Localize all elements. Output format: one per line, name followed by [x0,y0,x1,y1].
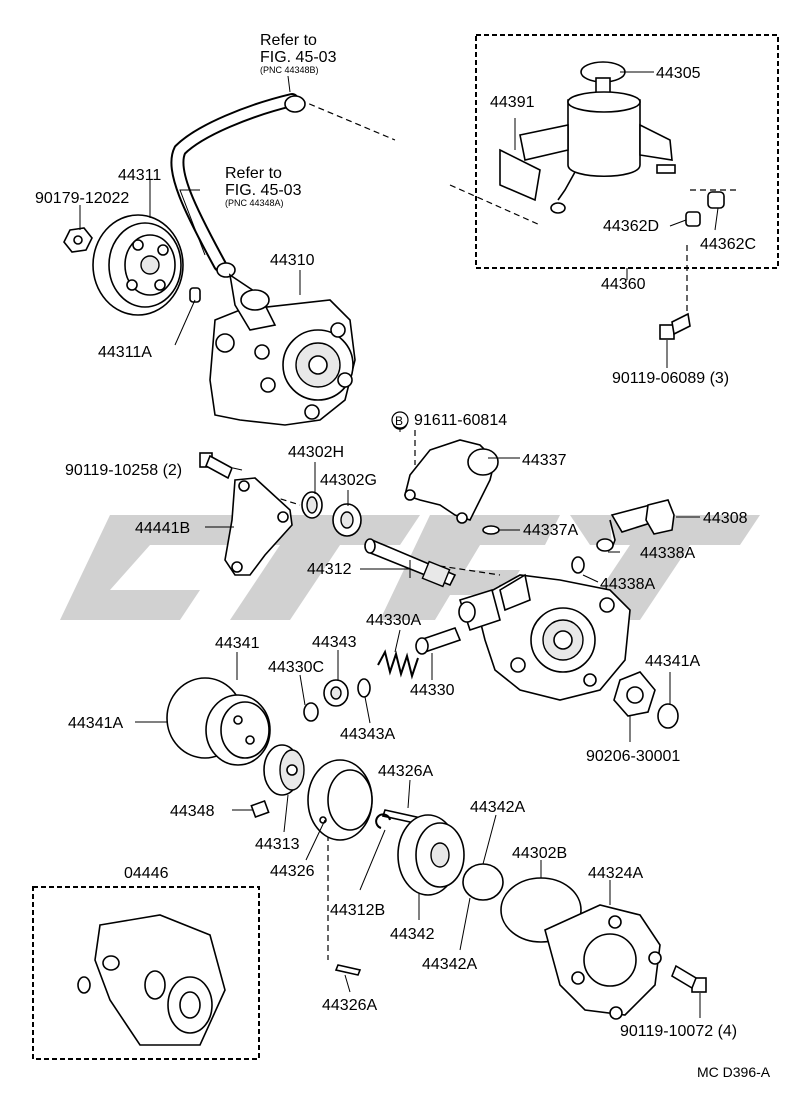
label-90179-12022: 90179-12022 [35,190,129,207]
label-90119-10072: 90119-10072 (4) [620,1023,737,1040]
grommet-icon [685,191,725,227]
label-44311: 44311 [118,167,161,184]
refer1-line1: Refer to [260,32,317,49]
label-44343: 44343 [312,634,357,651]
rotor-icon [263,744,305,796]
label-44441b: 44441B [135,520,190,537]
label-44305: 44305 [656,65,701,82]
label-44310: 44310 [270,252,315,269]
adjust-bracket-icon [224,477,293,576]
valve-icon [415,627,462,655]
bolt-icon [659,312,691,340]
label-44313: 44313 [255,836,300,853]
circle-b-letter: B [395,414,403,428]
label-90119-10258: 90119-10258 (2) [65,462,182,479]
label-44326: 44326 [270,863,315,880]
label-44330a: 44330A [366,612,421,629]
label-44391: 44391 [490,94,535,111]
label-44326a-top: 44326A [378,763,433,780]
label-44342a-bottom: 44342A [422,956,477,973]
leader-lines [79,71,719,1018]
label-44343a: 44343A [340,726,395,743]
bearing-icon [301,491,323,519]
reservoir-kit-box [475,34,779,269]
shaft-icon [364,538,457,588]
snap-ring-icon [375,813,391,829]
label-44312b: 44312B [330,902,385,919]
refer2-pnc: (PNC 44348A) [225,198,284,208]
gasket-kit-box [32,886,260,1060]
oring-icon [303,678,371,722]
label-90206-30001: 90206-30001 [586,748,680,765]
oring-small-icon [482,525,500,535]
label-44302h: 44302H [288,444,344,461]
label-44342a-top: 44342A [470,799,525,816]
label-44326a-bottom: 44326A [322,997,377,1014]
reservoir-icon [499,61,676,214]
label-44362c: 44362C [700,236,756,253]
label-44312: 44312 [307,561,352,578]
seal-icon [332,503,362,537]
refer2-line2: FIG. 45-03 [225,182,302,199]
gasket-kit-icon [77,914,226,1046]
fitting-icon [609,499,675,549]
label-44348: 44348 [170,803,215,820]
vane-icon [250,799,270,819]
pump-assembly-icon [209,273,356,426]
pressure-plate-icon [397,814,465,896]
bolt-icon [199,452,234,480]
label-44342: 44342 [390,926,435,943]
label-44308: 44308 [703,510,748,527]
key-icon [189,287,201,303]
label-91611-60814: 91611-60814 [414,412,507,429]
pump-housing-icon [458,573,631,701]
label-44324a: 44324A [588,865,643,882]
return-hose-icon [170,93,306,278]
bracket-icon [392,414,499,524]
label-44302g: 44302G [320,472,377,489]
label-44337: 44337 [522,452,567,469]
label-44341: 44341 [215,635,260,652]
reference-code: MC D396-A [697,1064,771,1080]
oring-icon [462,703,679,943]
side-plate-icon [166,677,271,766]
part-labels: Refer to FIG. 45-03 (PNC 44348B) Refer t… [35,32,771,1080]
label-44341a-right: 44341A [645,653,700,670]
label-44311a: 44311A [98,344,152,361]
rear-cover-icon [544,904,662,1020]
label-44302b: 44302B [512,845,567,862]
label-44330: 44330 [410,682,455,699]
cam-ring-icon [307,759,373,841]
label-44362d: 44362D [603,218,659,235]
plug-icon [323,679,349,707]
label-44341a-left: 44341A [68,715,123,732]
label-44338a-2: 44338A [600,576,655,593]
label-44338a-1: 44338A [640,545,695,562]
refer1-line2: FIG. 45-03 [260,49,337,66]
nut-icon [613,671,656,717]
oring-icon [571,538,614,574]
label-44337a: 44337A [523,522,578,539]
bolt-icon [671,964,707,993]
label-04446: 04446 [124,865,169,882]
spring-icon [377,649,419,680]
nut-icon [63,227,93,253]
circle-b-marker [391,411,409,429]
label-44330c: 44330C [268,659,324,676]
refer2-line1: Refer to [225,165,282,182]
label-44360: 44360 [601,276,646,293]
pulley-icon [92,214,184,316]
label-90119-06089: 90119-06089 (3) [612,370,729,387]
refer1-pnc: (PNC 44348B) [260,65,319,75]
